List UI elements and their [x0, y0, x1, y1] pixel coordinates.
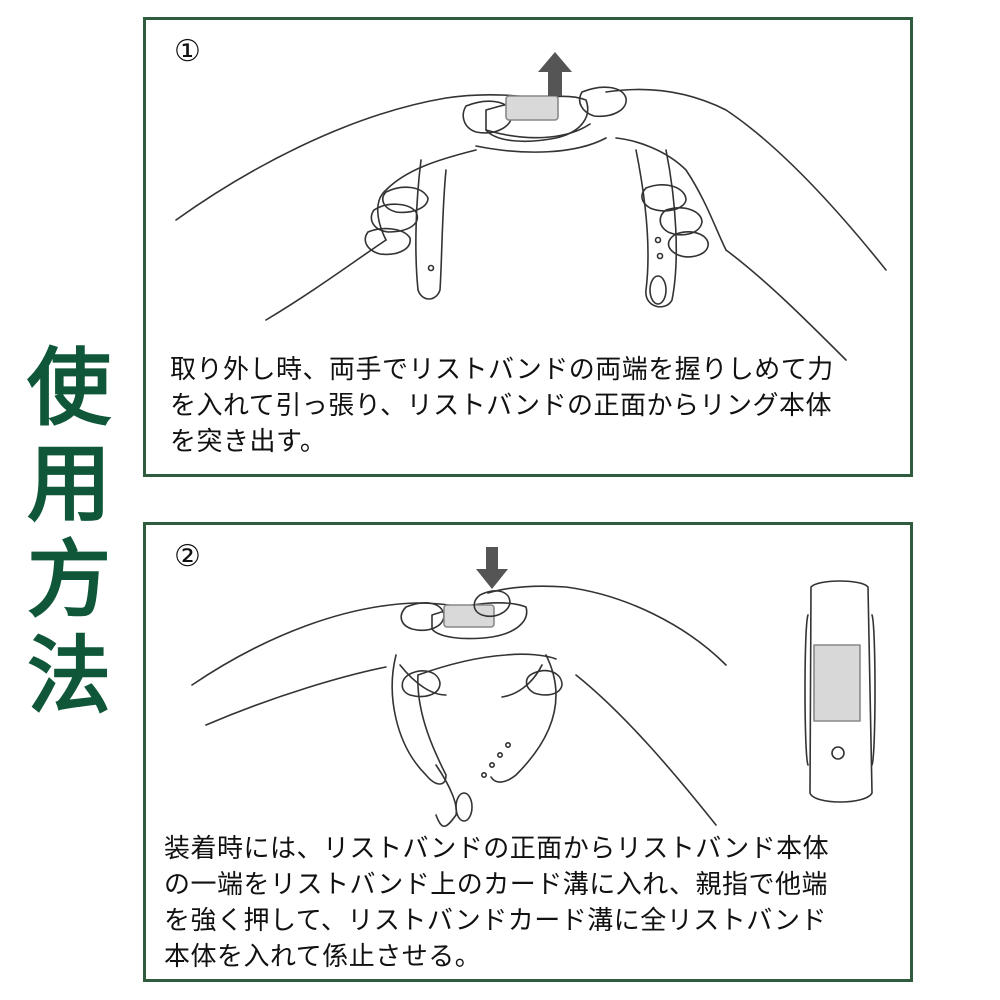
left-forearm-lower: [265, 239, 387, 321]
side-title-char: 使: [26, 338, 111, 437]
step-number: ②: [174, 539, 201, 574]
left-arm: [191, 602, 483, 686]
side-title-char: 用: [26, 434, 111, 533]
step-1-instruction: 取り外し時、両手でリストバンドの両端を握りしめて力 を入れて引っ張り、リストバン…: [170, 352, 834, 460]
step-2-panel: ② 装着時には、リストバンドの正面からリストバンド本体 の一端をリストバンド上の…: [143, 522, 913, 982]
left-forearm-lower: [205, 666, 387, 726]
left-thumb: [400, 602, 445, 631]
attach-hands-illustration: [191, 547, 876, 828]
left-arm: [175, 93, 557, 221]
instruction-line: を入れて引っ張り、リストバンドの正面からリング本体: [170, 391, 832, 421]
left-strap: [415, 159, 447, 300]
step-number: ①: [174, 34, 201, 69]
instruction-line: 装着時には、リストバンドの正面からリストバンド本体: [164, 834, 830, 864]
left-thumb: [462, 100, 513, 134]
step-2-instruction: 装着時には、リストバンドの正面からリストバンド本体 の一端をリストバンド上のカー…: [164, 831, 829, 975]
right-thumb: [473, 590, 511, 618]
side-title: 使 用 方 法: [24, 340, 114, 724]
arrow-up-icon: [538, 52, 572, 96]
instruction-line: の一端をリストバンド上のカード溝に入れ、親指で他端: [164, 870, 829, 900]
right-strap: [635, 149, 678, 308]
instruction-line: 本体を入れて係止させる。: [164, 942, 482, 972]
removal-hands-illustration: [175, 52, 887, 361]
side-title-char: 方: [26, 530, 111, 629]
right-forearm-lower: [575, 674, 717, 826]
instruction-line: 取り外し時、両手でリストバンドの両端を握りしめて力: [170, 355, 834, 385]
band-loop: [391, 654, 447, 785]
right-arm: [487, 585, 727, 666]
instruction-line: を強く押して、リストバンドカード溝に全リストバンド: [164, 906, 828, 936]
instruction-line: を突き出す。: [170, 427, 327, 457]
right-thumb: [578, 86, 627, 118]
right-arm: [605, 88, 887, 271]
band-front-view: [804, 580, 876, 803]
step-1-panel: ① 取り外し時、両手でリストバンドの両端を握りしめて力 を入れて引っ張り、リスト…: [143, 17, 913, 477]
side-title-char: 法: [26, 626, 111, 725]
left-palm: [376, 149, 477, 241]
arrow-down-icon: [476, 547, 508, 589]
band-module: [431, 602, 528, 640]
right-forearm-lower: [725, 249, 847, 361]
